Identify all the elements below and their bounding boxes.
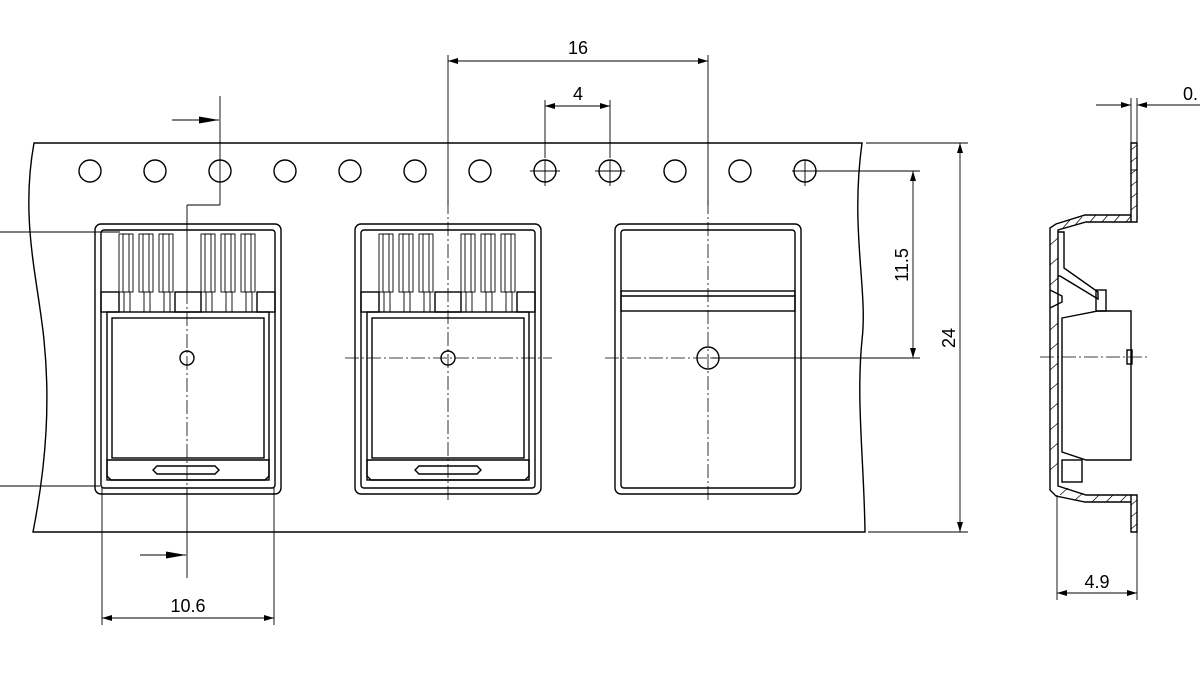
dim-tape-thickness	[1096, 98, 1200, 143]
dim-cavity-depth-label: 4.9	[1084, 572, 1109, 592]
dim-hole-pitch	[544, 100, 611, 158]
dim-cavity-depth	[1056, 495, 1138, 600]
dim-tape-thickness-label: 0.	[1183, 84, 1198, 104]
pocket-centerlines	[186, 200, 812, 500]
dim-hole-pitch-label: 4	[573, 84, 583, 104]
dim-hole-to-center	[712, 171, 920, 359]
dim-left-partial	[0, 231, 120, 487]
dim-tape-width	[866, 142, 968, 533]
side-section-view	[1040, 142, 1148, 533]
hole-centerlines	[530, 160, 920, 186]
dim-pitch	[447, 55, 709, 205]
dim-cavity-width-label: 10.6	[170, 596, 205, 616]
carrier-tape-outline	[28, 142, 866, 533]
dim-hole-to-center-label: 11.5	[892, 248, 912, 282]
sprocket-holes	[78, 159, 817, 183]
dim-cavity-width	[101, 488, 275, 625]
pocket-1	[94, 223, 282, 495]
dim-tape-width-label: 24	[939, 328, 959, 348]
dim-offset-indicator	[140, 96, 221, 578]
dim-pitch-label: 16	[568, 38, 588, 58]
